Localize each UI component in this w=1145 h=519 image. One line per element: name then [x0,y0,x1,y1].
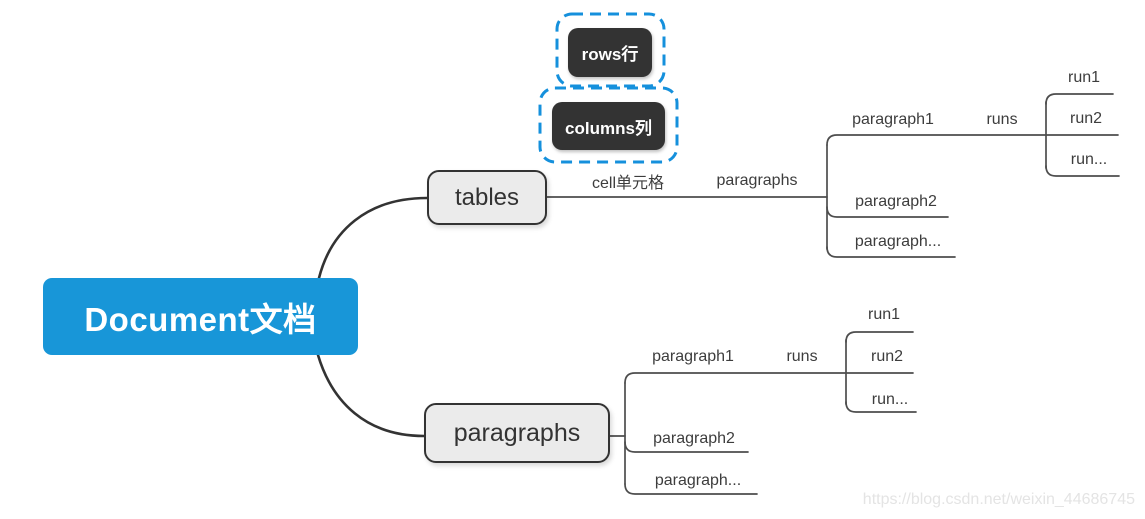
subtopic-tables-paragraph1[interactable]: paragraph1 [852,111,934,128]
tables-branch-connectors [546,93,1120,258]
subtopic-paragraphs-paragraph-more[interactable]: paragraph... [654,472,742,489]
floating-topic-rows[interactable]: rows行 [568,28,652,77]
subtopic-tables-paragraph-more[interactable]: paragraph... [854,233,942,250]
subtopic-tables-run1[interactable]: run1 [1067,69,1101,86]
selection-outline-columns [538,86,679,164]
subtopic-cell[interactable]: cell单元格 [591,175,665,192]
topic-tables[interactable]: tables [427,170,547,225]
floating-topic-columns[interactable]: columns列 [552,102,665,150]
floating-topic-rows-label: rows行 [581,45,639,64]
subtopic-paragraphs-run1[interactable]: run1 [867,306,901,323]
watermark-url: https://blog.csdn.net/weixin_44686745 [862,491,1135,508]
selection-outline-rows [555,12,666,88]
subtopic-paragraphs-run-more[interactable]: run... [871,391,909,408]
floating-topic-columns-label: columns列 [565,118,652,138]
subtopic-paragraphs-run2[interactable]: run2 [870,348,904,365]
root-connectors [316,196,429,438]
subtopic-tables-paragraphs[interactable]: paragraphs [716,172,798,189]
root-topic[interactable]: Document文档 [43,278,358,355]
topic-paragraphs[interactable]: paragraphs [424,403,610,463]
subtopic-tables-runs[interactable]: runs [986,111,1018,128]
subtopic-paragraphs-paragraph1[interactable]: paragraph1 [652,348,734,365]
subtopic-tables-run-more[interactable]: run... [1070,151,1108,168]
subtopic-paragraphs-paragraph2[interactable]: paragraph2 [653,430,735,447]
paragraphs-branch-connectors [608,331,917,495]
root-topic-label: Document文档 [84,300,317,338]
topic-paragraphs-label: paragraphs [453,418,581,447]
subtopic-paragraphs-runs[interactable]: runs [786,348,818,365]
subtopic-tables-paragraph2[interactable]: paragraph2 [855,193,937,210]
topic-tables-label: tables [454,183,520,211]
subtopic-tables-run2[interactable]: run2 [1069,110,1103,127]
